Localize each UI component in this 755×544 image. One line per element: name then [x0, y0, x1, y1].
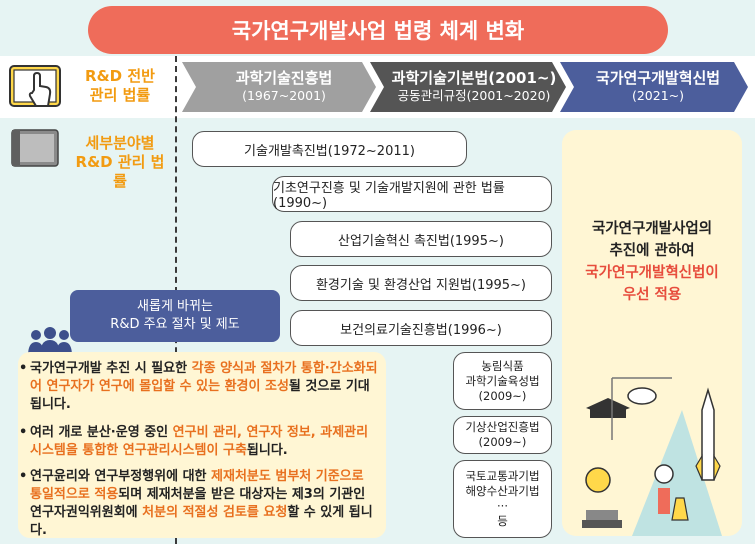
- stage-arrow-2: [370, 62, 566, 112]
- law-item: 기초연구진흥 및 기술개발지원에 관한 법률(1990~): [272, 176, 552, 212]
- bullet-item: • 여러 개로 분산·운영 중인 연구비 관리, 연구자 정보, 과제관리 시스…: [19, 425, 369, 458]
- research-illustration: [582, 377, 722, 536]
- law-item: 환경기술 및 환경산업 지원법(1995~): [290, 265, 552, 301]
- small-law-item: 농림식품 과학기술육성법 (2009~): [453, 352, 552, 410]
- notes-panel: [18, 352, 386, 538]
- small-law-item: 국토교통과기법 해양수산과기법 ··· 등: [453, 460, 552, 538]
- specific-law-label: 세부분야별 R&D 관리 법률: [75, 134, 165, 190]
- small-law-item: 기상산업진흥법 (2009~): [453, 416, 552, 454]
- book-icon: [11, 129, 59, 167]
- innovation-law-text: 국가연구개발사업의 추진에 관하여 국가연구개발혁신법이 우선 적용: [585, 221, 719, 303]
- stage-arrow-3: [560, 62, 748, 112]
- bullet-item: • 연구윤리와 연구부정행위에 대한 제재처분도 범부처 기준으로 통일적으로 …: [19, 469, 373, 538]
- page-title: 국가연구개발사업 법령 체계 변화: [88, 6, 668, 54]
- stage-arrows: [182, 62, 748, 112]
- hand-click-icon: [9, 65, 61, 107]
- law-item: 기술개발촉진법(1972~2011): [192, 131, 467, 167]
- stage-2: 과학기술기본법(2001~) 공동관리규정(2001~2020): [391, 69, 557, 103]
- stage-1: 과학기술진흥법 (1967~2001): [235, 69, 333, 103]
- stage-arrow-1: [182, 62, 376, 112]
- law-item: 산업기술혁신 촉진법(1995~): [290, 221, 552, 257]
- stage-3: 국가연구개발혁신법 (2021~): [595, 69, 721, 103]
- bullet-item: • 국가연구개발 추진 시 필요한 각종 양식과 절차가 통합·간소화되어 연구…: [19, 361, 378, 412]
- general-law-label: R&D 전반 관리 법률: [85, 67, 155, 104]
- law-item: 보건의료기술진흥법(1996~): [290, 310, 552, 346]
- changes-bubble: 새롭게 바뀌는 R&D 주요 절차 및 제도: [70, 290, 280, 342]
